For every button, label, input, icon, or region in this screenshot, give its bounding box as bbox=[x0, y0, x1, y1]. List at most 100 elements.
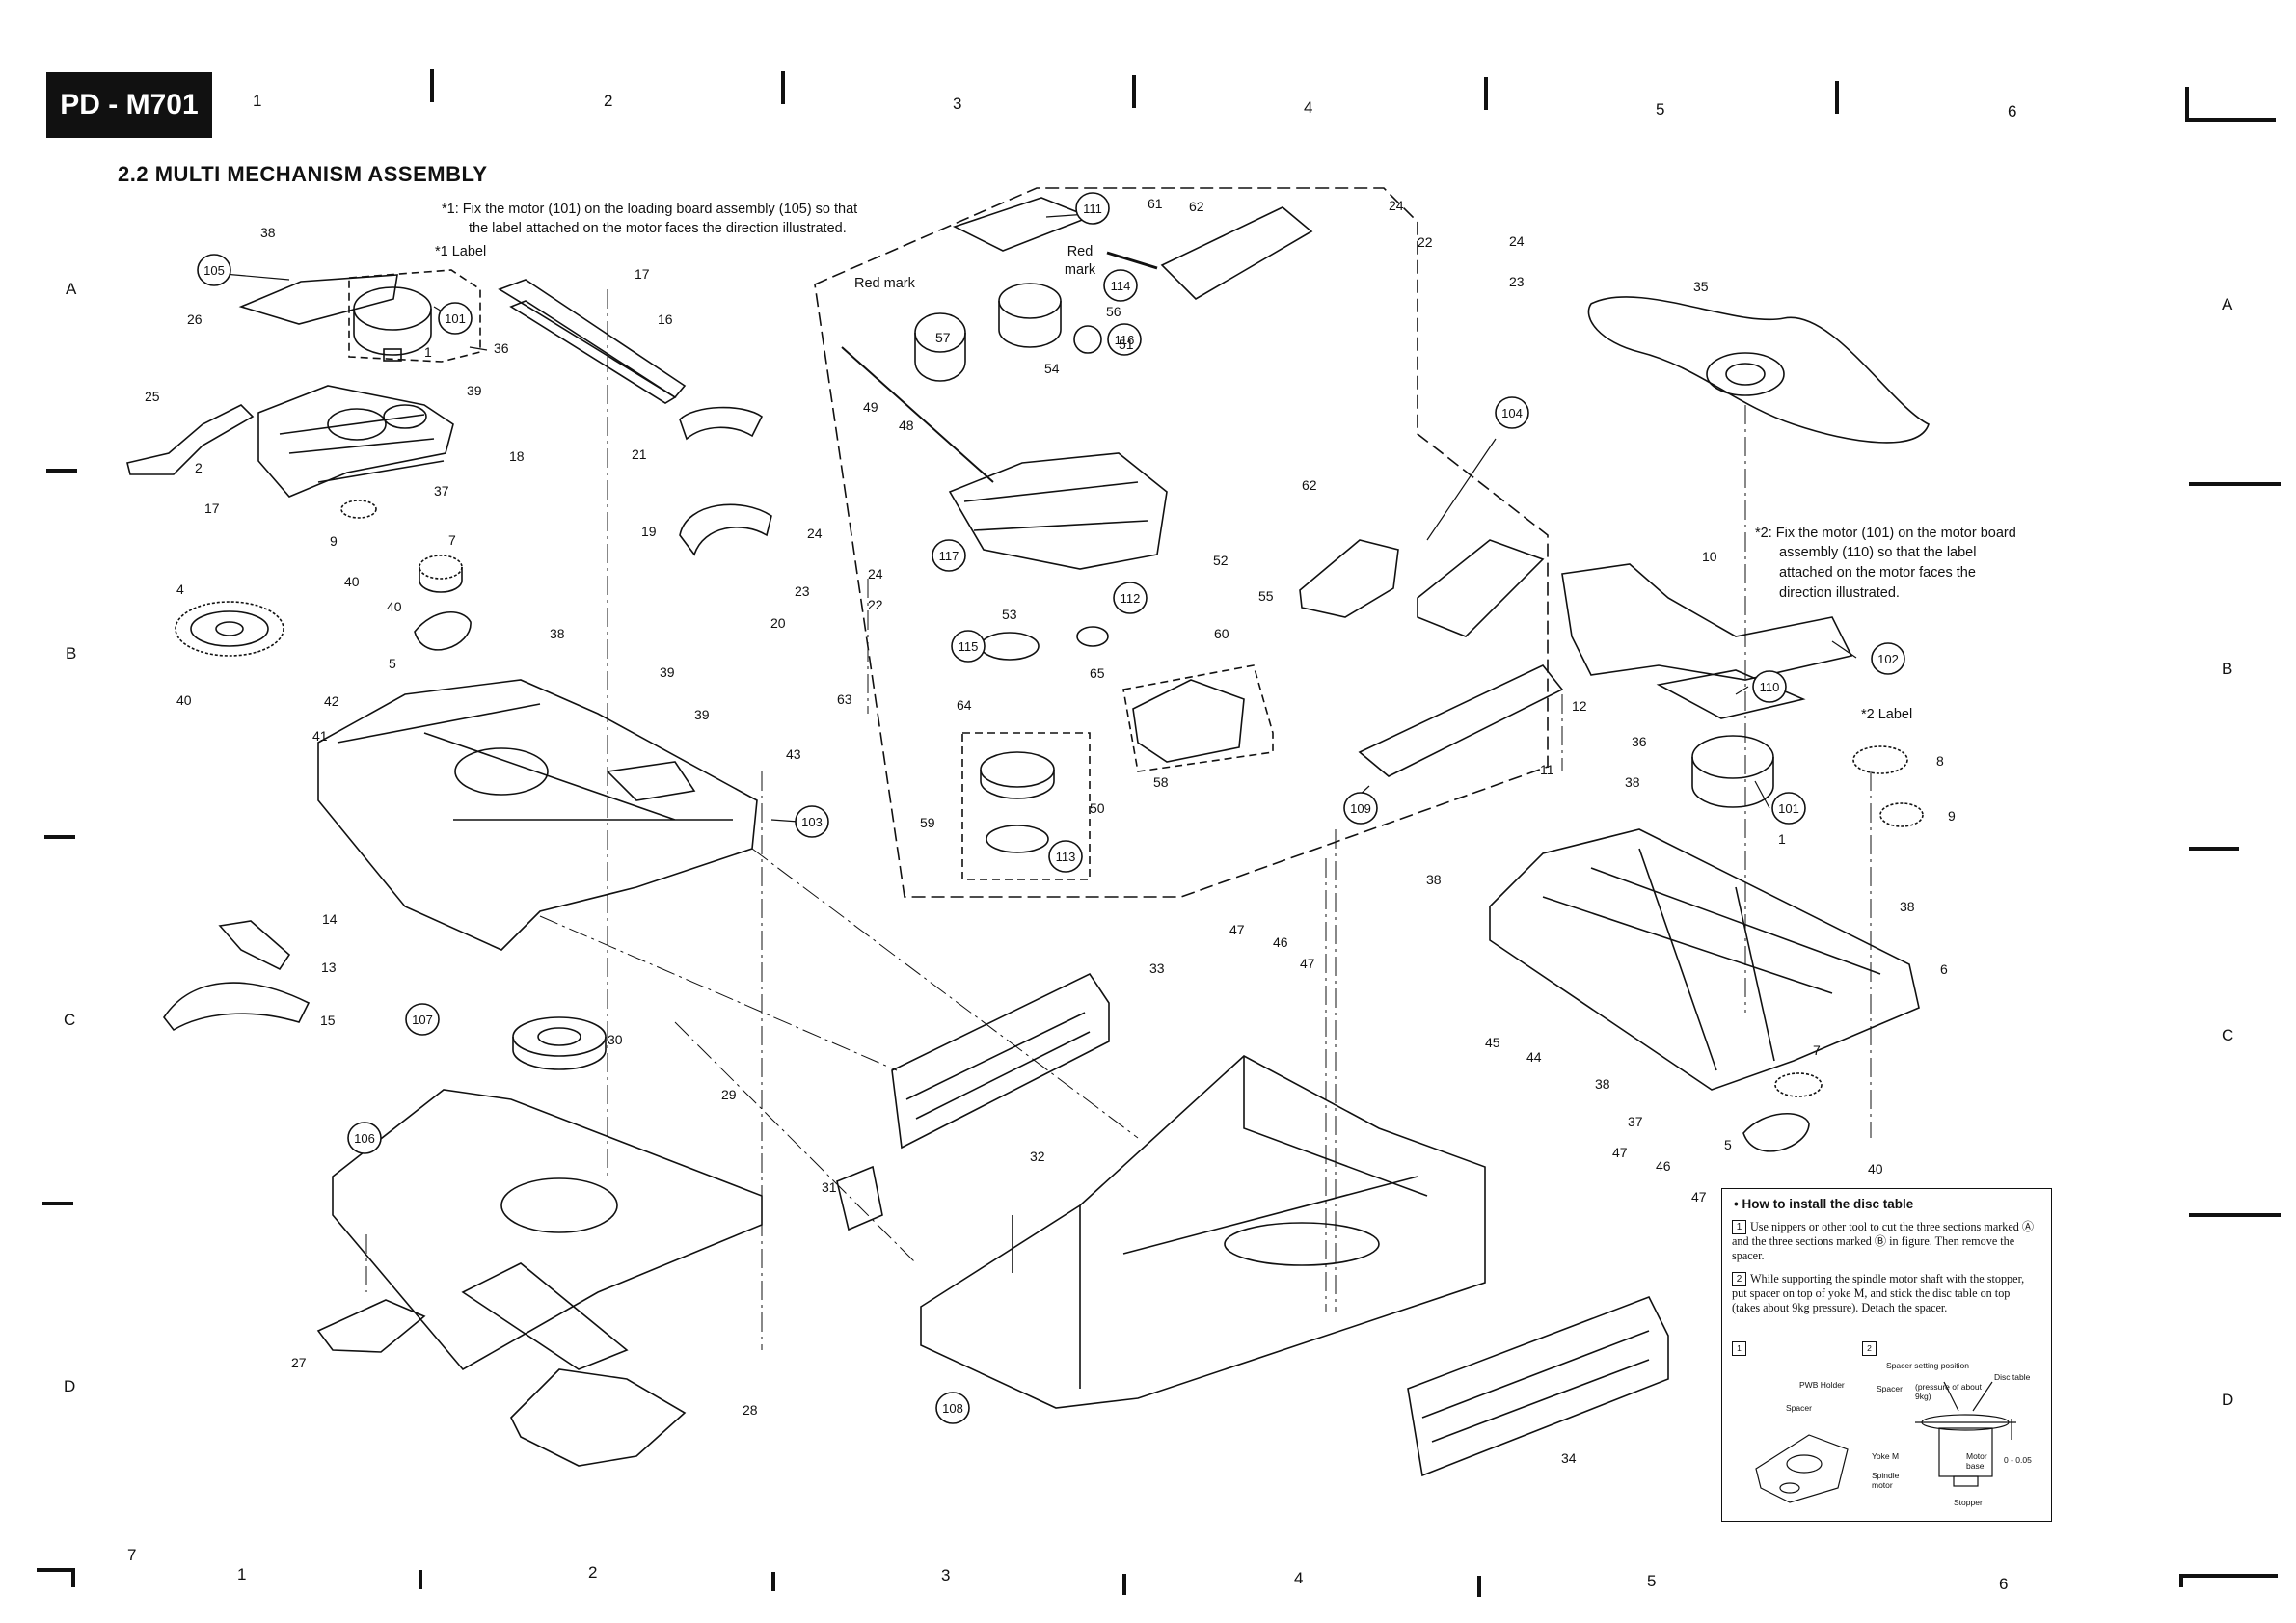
part-number-label: 38 bbox=[550, 626, 565, 641]
part-number-label: 61 bbox=[1148, 196, 1163, 211]
part-number-label: 32 bbox=[1030, 1149, 1045, 1164]
part-number-label: 9 bbox=[1948, 808, 1956, 824]
part-number-label: 39 bbox=[660, 664, 675, 680]
part-gear-7 bbox=[419, 555, 463, 580]
part-number-label: 65 bbox=[1090, 665, 1105, 681]
fig-pressure: (pressure of about 9kg) bbox=[1915, 1382, 1982, 1401]
part-number-label: 12 bbox=[1572, 698, 1587, 714]
part-49 bbox=[841, 346, 994, 483]
part-50 bbox=[980, 751, 1055, 788]
fig-yoke-m: Yoke M bbox=[1872, 1451, 1900, 1461]
callout-number-101: 101 bbox=[1778, 801, 1799, 816]
part-motor-101 bbox=[1691, 735, 1774, 779]
part-number-label: 26 bbox=[187, 311, 203, 327]
part-number-label: 54 bbox=[1044, 361, 1060, 376]
part-number-label: 40 bbox=[176, 692, 192, 708]
callout-circle-107 bbox=[405, 1003, 440, 1036]
part-number-label: 37 bbox=[1628, 1114, 1643, 1129]
part-number-label: 60 bbox=[1214, 626, 1229, 641]
part-number-label: 8 bbox=[1936, 753, 1944, 769]
callout-number-102: 102 bbox=[1877, 652, 1899, 666]
callout-number-109: 109 bbox=[1350, 801, 1371, 816]
part-number-label: 27 bbox=[291, 1355, 307, 1370]
grid-top-5: 5 bbox=[1656, 100, 1665, 119]
grid-top-1: 1 bbox=[253, 92, 262, 110]
part-27 bbox=[316, 1299, 426, 1353]
part-number-label: 58 bbox=[1153, 774, 1169, 790]
callout-number-106: 106 bbox=[354, 1131, 375, 1146]
part-number-label: 59 bbox=[920, 815, 935, 830]
step1-text: Use nippers or other tool to cut the thr… bbox=[1732, 1220, 2035, 1262]
part-31 bbox=[836, 1165, 883, 1231]
grid-right-C: C bbox=[2222, 1026, 2234, 1044]
part-board-111 bbox=[952, 197, 1093, 252]
part-gear-51 bbox=[1073, 325, 1102, 354]
callout-circle-116 bbox=[1107, 323, 1142, 356]
part-number-label: 20 bbox=[770, 615, 786, 631]
callout-circle-117 bbox=[932, 539, 966, 572]
part-number-label: 14 bbox=[322, 911, 338, 927]
part-number-label: 52 bbox=[1213, 553, 1229, 568]
part-number-label: 41 bbox=[312, 728, 328, 744]
grid-top-4: 4 bbox=[1304, 98, 1313, 117]
part-115 bbox=[980, 632, 1040, 661]
callout-circle-101 bbox=[438, 302, 473, 335]
callout-circle-114 bbox=[1103, 269, 1138, 302]
part-number-label: 22 bbox=[868, 597, 883, 612]
page-number: 7 bbox=[127, 1546, 137, 1564]
part-cam-19 bbox=[679, 503, 772, 556]
part-number-label: 55 bbox=[1258, 588, 1274, 604]
part-number-label: 16 bbox=[658, 311, 673, 327]
part-number-label: 42 bbox=[324, 693, 339, 709]
part-number-label: 17 bbox=[635, 266, 650, 282]
fig-gap: 0 - 0.05 bbox=[2004, 1455, 2032, 1465]
part-number-label: 34 bbox=[1561, 1450, 1577, 1466]
part-114 bbox=[1106, 251, 1158, 270]
step2-text: While supporting the spindle motor shaft… bbox=[1732, 1272, 2025, 1314]
grid-bottom-6: 6 bbox=[1999, 1575, 2009, 1593]
callout-circle-110 bbox=[1752, 670, 1787, 703]
part-number-label: 23 bbox=[795, 583, 810, 599]
callout-number-111: 111 bbox=[1083, 202, 1102, 216]
grid-right-A: A bbox=[2222, 295, 2233, 313]
part-number-label: 23 bbox=[1509, 274, 1525, 289]
callout-number-105: 105 bbox=[203, 263, 225, 278]
part-number-label: 47 bbox=[1229, 922, 1245, 937]
part-number-label: 9 bbox=[330, 533, 338, 549]
part-number-label: 37 bbox=[434, 483, 449, 499]
part-number-label: 47 bbox=[1691, 1189, 1707, 1204]
part-number-label: 36 bbox=[494, 340, 509, 356]
part-lever-13 bbox=[218, 920, 291, 971]
fig-stopper: Stopper bbox=[1954, 1498, 1983, 1507]
part-number-label: 44 bbox=[1526, 1049, 1542, 1065]
part-gear-8 bbox=[1852, 745, 1908, 774]
callout-number-107: 107 bbox=[412, 1013, 433, 1027]
part-lever-102 bbox=[1561, 563, 1853, 681]
part-number-label: 25 bbox=[145, 389, 160, 404]
part-pulley-30 bbox=[512, 1016, 607, 1057]
part-panel-34 bbox=[1407, 1295, 1669, 1477]
part-number-label: 40 bbox=[344, 574, 360, 589]
grid-bottom-2: 2 bbox=[588, 1563, 598, 1582]
grid-right-D: D bbox=[2222, 1391, 2234, 1409]
callout-number-113: 113 bbox=[1056, 850, 1076, 864]
grid-left-C: C bbox=[64, 1011, 76, 1029]
part-number-label: 6 bbox=[1940, 961, 1948, 977]
callout-number-103: 103 bbox=[801, 815, 823, 829]
grid-top-6: 6 bbox=[2008, 102, 2017, 121]
part-board-110 bbox=[1656, 669, 1806, 719]
part-number-label: 24 bbox=[1509, 233, 1525, 249]
label1: *1 Label bbox=[435, 244, 487, 259]
part-number-label: 51 bbox=[1119, 337, 1134, 352]
part-motor-56 bbox=[998, 283, 1062, 319]
fig1-label: 1 bbox=[1732, 1341, 1746, 1356]
part-number-label: 43 bbox=[786, 746, 801, 762]
section-title: 2.2 MULTI MECHANISM ASSEMBLY bbox=[118, 162, 488, 186]
callout-number-104: 104 bbox=[1501, 406, 1523, 420]
callout-circle-113 bbox=[1048, 840, 1083, 873]
grid-left-D: D bbox=[64, 1377, 76, 1395]
part-number-label: 21 bbox=[632, 446, 647, 462]
part-number-label: 7 bbox=[1813, 1042, 1821, 1058]
